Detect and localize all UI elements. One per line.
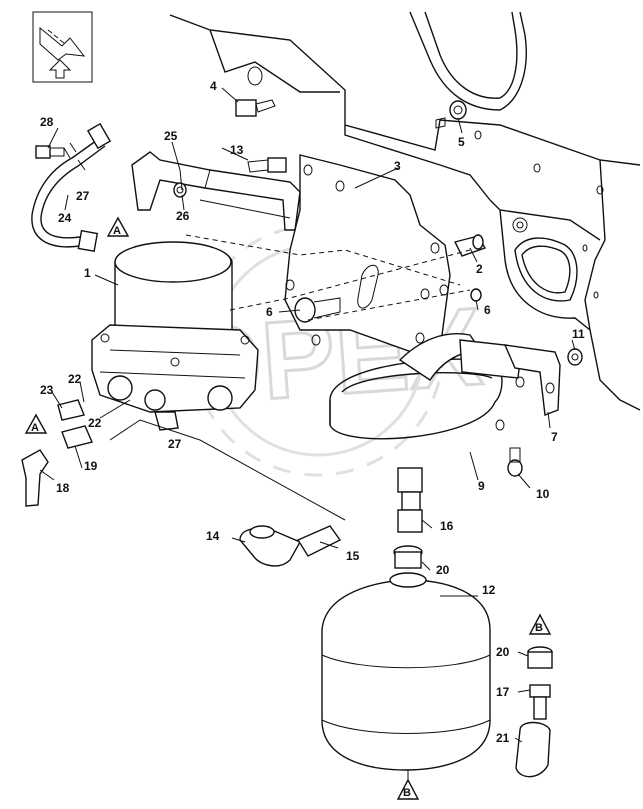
callout-2: 2 bbox=[476, 262, 483, 276]
callout-5: 5 bbox=[458, 135, 465, 149]
elbow-18 bbox=[21, 449, 49, 507]
nut-5 bbox=[435, 100, 467, 129]
air-dryer-unit bbox=[91, 241, 259, 431]
marker-b-bottom: B bbox=[396, 770, 420, 800]
direction-arrow-icon bbox=[32, 11, 93, 83]
callout-14: 14 bbox=[206, 529, 220, 543]
callout-11: 11 bbox=[572, 327, 585, 341]
callout-26: 26 bbox=[176, 209, 190, 223]
callout-16: 16 bbox=[440, 519, 454, 533]
callout-15: 15 bbox=[346, 549, 360, 563]
callout-27a: 27 bbox=[76, 189, 90, 203]
callout-27b: 27 bbox=[168, 437, 182, 451]
fitting-19 bbox=[61, 425, 93, 449]
callout-20b: 20 bbox=[496, 645, 510, 659]
callout-25: 25 bbox=[164, 129, 178, 143]
callout-24: 24 bbox=[58, 211, 72, 225]
svg-text:B: B bbox=[403, 787, 411, 799]
fitting-23 bbox=[57, 399, 85, 421]
nut-6b bbox=[470, 288, 482, 302]
part-callouts: 1 2 3 4 5 6 6 7 9 10 11 12 13 14 15 16 1… bbox=[40, 79, 585, 745]
vehicle-frame bbox=[169, 11, 641, 411]
svg-text:B: B bbox=[535, 622, 543, 634]
bolt-13 bbox=[247, 157, 287, 173]
connector-fitting-16 bbox=[397, 467, 423, 533]
air-pipe bbox=[31, 122, 112, 253]
adapter-fitting-20 bbox=[393, 545, 423, 569]
marker-a-top: A bbox=[106, 216, 130, 237]
bolt-6 bbox=[294, 297, 341, 323]
fitting-15 bbox=[296, 525, 342, 557]
elbow-14 bbox=[239, 525, 301, 567]
mounting-strap bbox=[329, 333, 521, 440]
callout-18: 18 bbox=[56, 481, 70, 495]
callout-9: 9 bbox=[478, 479, 485, 493]
leader-lines bbox=[39, 87, 576, 743]
callout-3: 3 bbox=[394, 159, 401, 173]
mounting-clamp-bracket bbox=[495, 344, 561, 431]
callout-1: 1 bbox=[84, 266, 91, 280]
callout-28: 28 bbox=[40, 115, 54, 129]
callout-4: 4 bbox=[210, 79, 217, 93]
support-bracket bbox=[131, 151, 301, 231]
marker-b-right: B bbox=[528, 613, 552, 635]
callout-22b: 22 bbox=[88, 416, 102, 430]
callout-6b: 6 bbox=[484, 303, 491, 317]
fitting-set-right bbox=[515, 646, 553, 778]
callout-7: 7 bbox=[551, 430, 558, 444]
callout-12: 12 bbox=[482, 583, 496, 597]
mounting-bracket-plate bbox=[284, 154, 451, 356]
callout-17: 17 bbox=[496, 685, 510, 699]
bolt-4 bbox=[235, 99, 276, 117]
callout-21: 21 bbox=[496, 731, 510, 745]
svg-text:A: A bbox=[113, 225, 121, 237]
bolt-28 bbox=[35, 145, 65, 159]
callout-22a: 22 bbox=[68, 372, 82, 386]
callout-23: 23 bbox=[40, 383, 54, 397]
callout-10: 10 bbox=[536, 487, 550, 501]
callout-19: 19 bbox=[84, 459, 98, 473]
nut-11 bbox=[567, 348, 583, 366]
air-reservoir-tank bbox=[321, 572, 491, 771]
spacer-2 bbox=[453, 234, 487, 257]
marker-a-left: A bbox=[24, 413, 48, 434]
callout-13: 13 bbox=[230, 143, 244, 157]
bolt-10 bbox=[507, 447, 523, 477]
callout-6a: 6 bbox=[266, 305, 273, 319]
callout-20a: 20 bbox=[436, 563, 450, 577]
svg-text:A: A bbox=[31, 422, 39, 434]
